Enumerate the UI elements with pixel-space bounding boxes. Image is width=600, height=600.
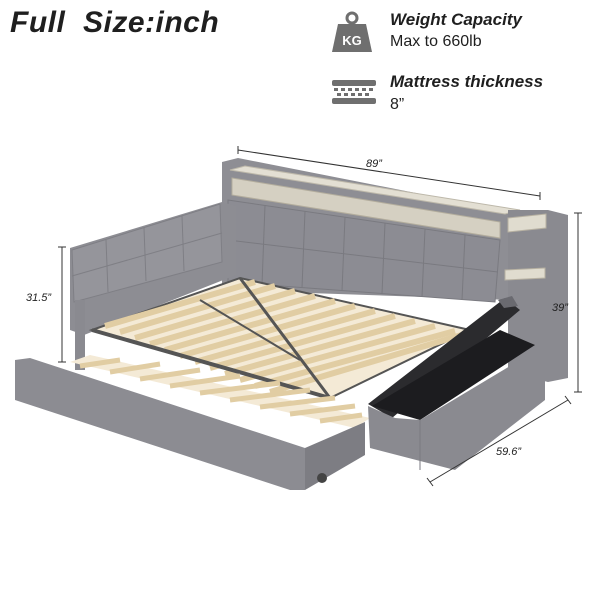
trundle-front-panel (15, 358, 305, 490)
side-height-dimension-label: 31.5” (26, 292, 52, 304)
shelf-cubby (231, 177, 501, 239)
lid-hinge (498, 296, 518, 308)
feature-title: Weight Capacity (390, 10, 522, 29)
weight-capacity-feature: KG Weight Capacity Max to 660lb (330, 8, 590, 58)
dimension-lines (58, 146, 582, 487)
right-side-tower (508, 210, 568, 382)
height-dimension-label: 39” (552, 302, 568, 314)
left-armrest-face (71, 203, 223, 303)
feature-value: Max to 660lb (390, 33, 482, 50)
kg-label: KG (342, 33, 362, 48)
trundle-slats (79, 357, 363, 424)
storage-bench-interior (372, 330, 535, 420)
width-dimension-label: 59.6” (496, 446, 522, 458)
feature-title: Mattress thickness (390, 72, 544, 91)
mattress-icon (330, 76, 378, 108)
mattress-thickness-feature: Mattress thickness 8” (330, 68, 600, 118)
trundle-caster (317, 473, 327, 483)
storage-bench-body (368, 348, 545, 470)
feature-value: 8” (390, 96, 405, 113)
right-shelf-wood (507, 213, 547, 233)
page-title: Full Size:inch (10, 6, 220, 39)
kg-weight-icon: KG (330, 10, 374, 54)
length-dimension-label: 89” (366, 158, 382, 170)
right-shelf-wood-lower (504, 267, 546, 281)
trundle-side-panel (305, 422, 365, 490)
